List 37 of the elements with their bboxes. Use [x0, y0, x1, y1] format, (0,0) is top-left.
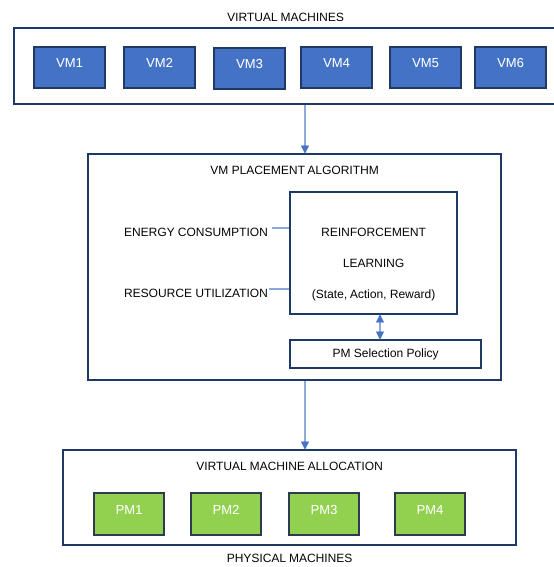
group-caption: PHYSICAL MACHINES — [226, 550, 354, 567]
box-label: PM Selection Policy — [332, 345, 439, 362]
box-label: VM1 — [56, 56, 83, 72]
box-label: PM3 — [310, 503, 338, 519]
arrow — [376, 314, 384, 340]
box-label: VM6 — [497, 56, 524, 72]
group-heading: VIRTUAL MACHINES — [226, 9, 345, 26]
box-title: VIRTUAL MACHINE ALLOCATION — [195, 458, 384, 475]
pm-box — [190, 492, 262, 536]
box-label: PM2 — [212, 503, 240, 519]
vm-box — [123, 46, 196, 89]
process-box — [289, 339, 482, 369]
vm-box — [389, 46, 462, 89]
box-label: PM4 — [416, 503, 444, 519]
connector-line — [269, 288, 289, 290]
box-label: PM1 — [116, 503, 142, 519]
algorithm-box — [87, 153, 502, 381]
pm-box — [394, 492, 466, 536]
arrow — [300, 381, 310, 450]
vm-box — [213, 47, 286, 90]
box-label: VM3 — [236, 57, 263, 73]
box-title: VM PLACEMENT ALGORITHM — [209, 162, 380, 179]
box-label: VM2 — [146, 56, 173, 72]
box-label: (State, Action, Reward) — [312, 286, 436, 303]
connector-line — [272, 227, 289, 229]
box-label: VM4 — [323, 56, 350, 72]
input-label: ENERGY CONSUMPTION — [124, 225, 268, 239]
arrow — [300, 105, 310, 154]
pm-box — [93, 492, 165, 536]
pm-box — [288, 492, 360, 536]
vm-box — [33, 46, 106, 89]
vm-box — [300, 46, 373, 89]
input-label: RESOURCE UTILIZATION — [124, 286, 268, 300]
process-box — [289, 191, 458, 315]
box-label: VM5 — [412, 56, 439, 72]
box-label: REINFORCEMENT LEARNING — [320, 224, 427, 272]
vm-box — [474, 46, 547, 89]
